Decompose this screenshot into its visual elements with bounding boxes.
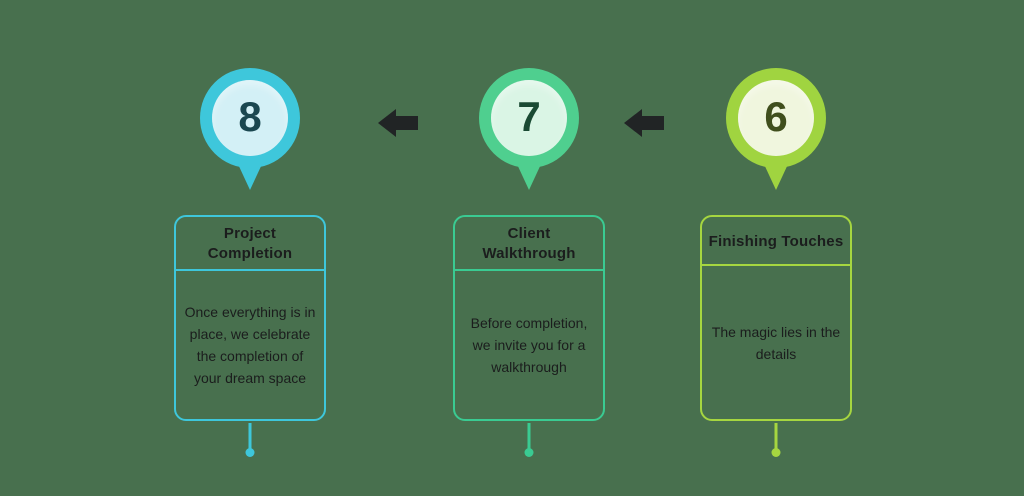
- step-number: 8: [238, 93, 262, 140]
- pin-inner-circle: 6: [738, 80, 814, 156]
- step-8-card: Project Completion Once everything is in…: [174, 215, 326, 421]
- connector-dot: [771, 448, 781, 457]
- pin-circle: 8: [200, 68, 300, 168]
- pin-tail: [237, 162, 263, 190]
- pin-inner-circle: 7: [491, 80, 567, 156]
- step-7-pin: 7: [453, 68, 605, 190]
- step-number: 7: [517, 93, 541, 140]
- card-title: Project Completion: [176, 217, 324, 271]
- step-7: 7 Client Walkthrough Before completion, …: [453, 68, 605, 460]
- arrow-left-icon: [624, 109, 664, 137]
- step-6-card: Finishing Touches The magic lies in the …: [700, 215, 852, 421]
- card-description: The magic lies in the details: [711, 323, 841, 362]
- card-title: Finishing Touches: [702, 217, 850, 266]
- connector-dot: [245, 448, 255, 457]
- connector-line: [774, 423, 778, 449]
- card-description: Once everything is in place, we celebrat…: [184, 304, 316, 386]
- connector-line: [527, 423, 531, 449]
- card-title: Client Walkthrough: [455, 217, 603, 271]
- step-6-pin: 6: [700, 68, 852, 190]
- step-number: 6: [764, 93, 788, 140]
- arrow-left-icon: [378, 109, 418, 137]
- pin-inner-circle: 8: [212, 80, 288, 156]
- pin-tail: [516, 162, 542, 190]
- pin-circle: 6: [726, 68, 826, 168]
- step-8: 8 Project Completion Once everything is …: [174, 68, 326, 460]
- connector-dot: [524, 448, 534, 457]
- step-6: 6 Finishing Touches The magic lies in th…: [700, 68, 852, 460]
- step-8-pin: 8: [174, 68, 326, 190]
- connector-line: [248, 423, 252, 449]
- step-7-card: Client Walkthrough Before completion, we…: [453, 215, 605, 421]
- card-description: Before completion, we invite you for a w…: [470, 315, 588, 375]
- pin-tail: [763, 162, 789, 190]
- pin-circle: 7: [479, 68, 579, 168]
